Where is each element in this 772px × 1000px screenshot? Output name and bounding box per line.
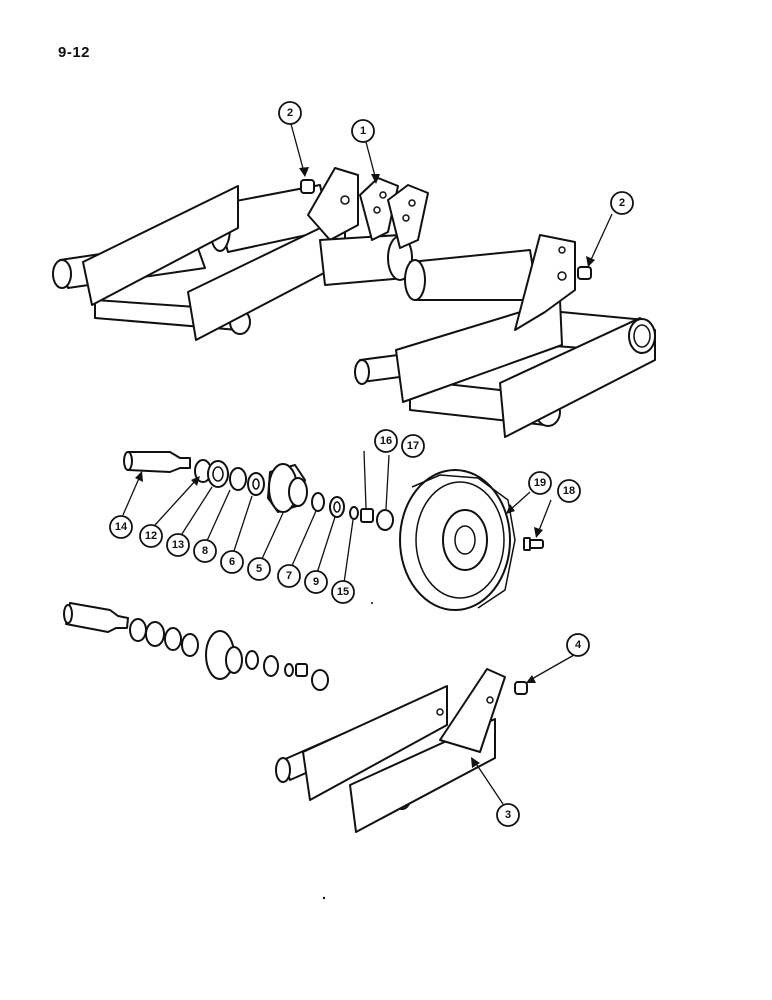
leader-lines	[122, 123, 613, 805]
svg-text:2: 2	[619, 197, 625, 209]
svg-text:16: 16	[380, 435, 392, 447]
speck	[322, 896, 326, 900]
speck	[371, 602, 373, 604]
svg-text:6: 6	[229, 556, 235, 568]
lug-bolt	[523, 537, 544, 551]
pin	[300, 179, 315, 194]
callout-9: 9	[304, 570, 328, 594]
pin	[514, 681, 528, 695]
callout-1: 1	[351, 119, 375, 143]
svg-text:4: 4	[575, 639, 582, 651]
svg-text:7: 7	[286, 570, 292, 582]
callout-4: 4	[566, 633, 590, 657]
svg-text:17: 17	[407, 440, 419, 452]
hub-assembly-upper	[123, 451, 394, 531]
svg-text:2: 2	[287, 107, 293, 119]
lower-frame	[275, 668, 506, 833]
svg-text:12: 12	[145, 530, 157, 542]
callout-7: 7	[277, 564, 301, 588]
callout-2-left: 2	[278, 101, 302, 125]
svg-text:1: 1	[360, 125, 366, 137]
callout-15: 15	[331, 580, 355, 604]
svg-text:13: 13	[172, 539, 184, 551]
callout-19: 19	[528, 471, 552, 495]
callout-13: 13	[166, 533, 190, 557]
svg-text:5: 5	[256, 563, 262, 575]
svg-text:9: 9	[313, 576, 319, 588]
callout-18: 18	[557, 479, 581, 503]
svg-text:18: 18	[563, 485, 575, 497]
upper-left-frame	[52, 167, 413, 341]
callout-16: 16	[374, 429, 398, 453]
callout-14: 14	[109, 515, 133, 539]
callout-5: 5	[247, 557, 271, 581]
upper-right-frame	[354, 234, 656, 438]
page-number: 9-12	[58, 44, 91, 61]
callout-3: 3	[496, 803, 520, 827]
hub-assembly-lower	[63, 602, 329, 691]
callout-2-right: 2	[610, 191, 634, 215]
callout-8: 8	[193, 539, 217, 563]
svg-text:19: 19	[534, 477, 546, 489]
svg-text:8: 8	[202, 545, 208, 557]
svg-text:3: 3	[505, 809, 511, 821]
pin	[577, 266, 592, 280]
svg-text:14: 14	[115, 521, 128, 533]
callout-12: 12	[139, 524, 163, 548]
callout-6: 6	[220, 550, 244, 574]
svg-text:15: 15	[337, 586, 349, 598]
wheel-rim	[399, 469, 516, 611]
callout-17: 17	[401, 434, 425, 458]
